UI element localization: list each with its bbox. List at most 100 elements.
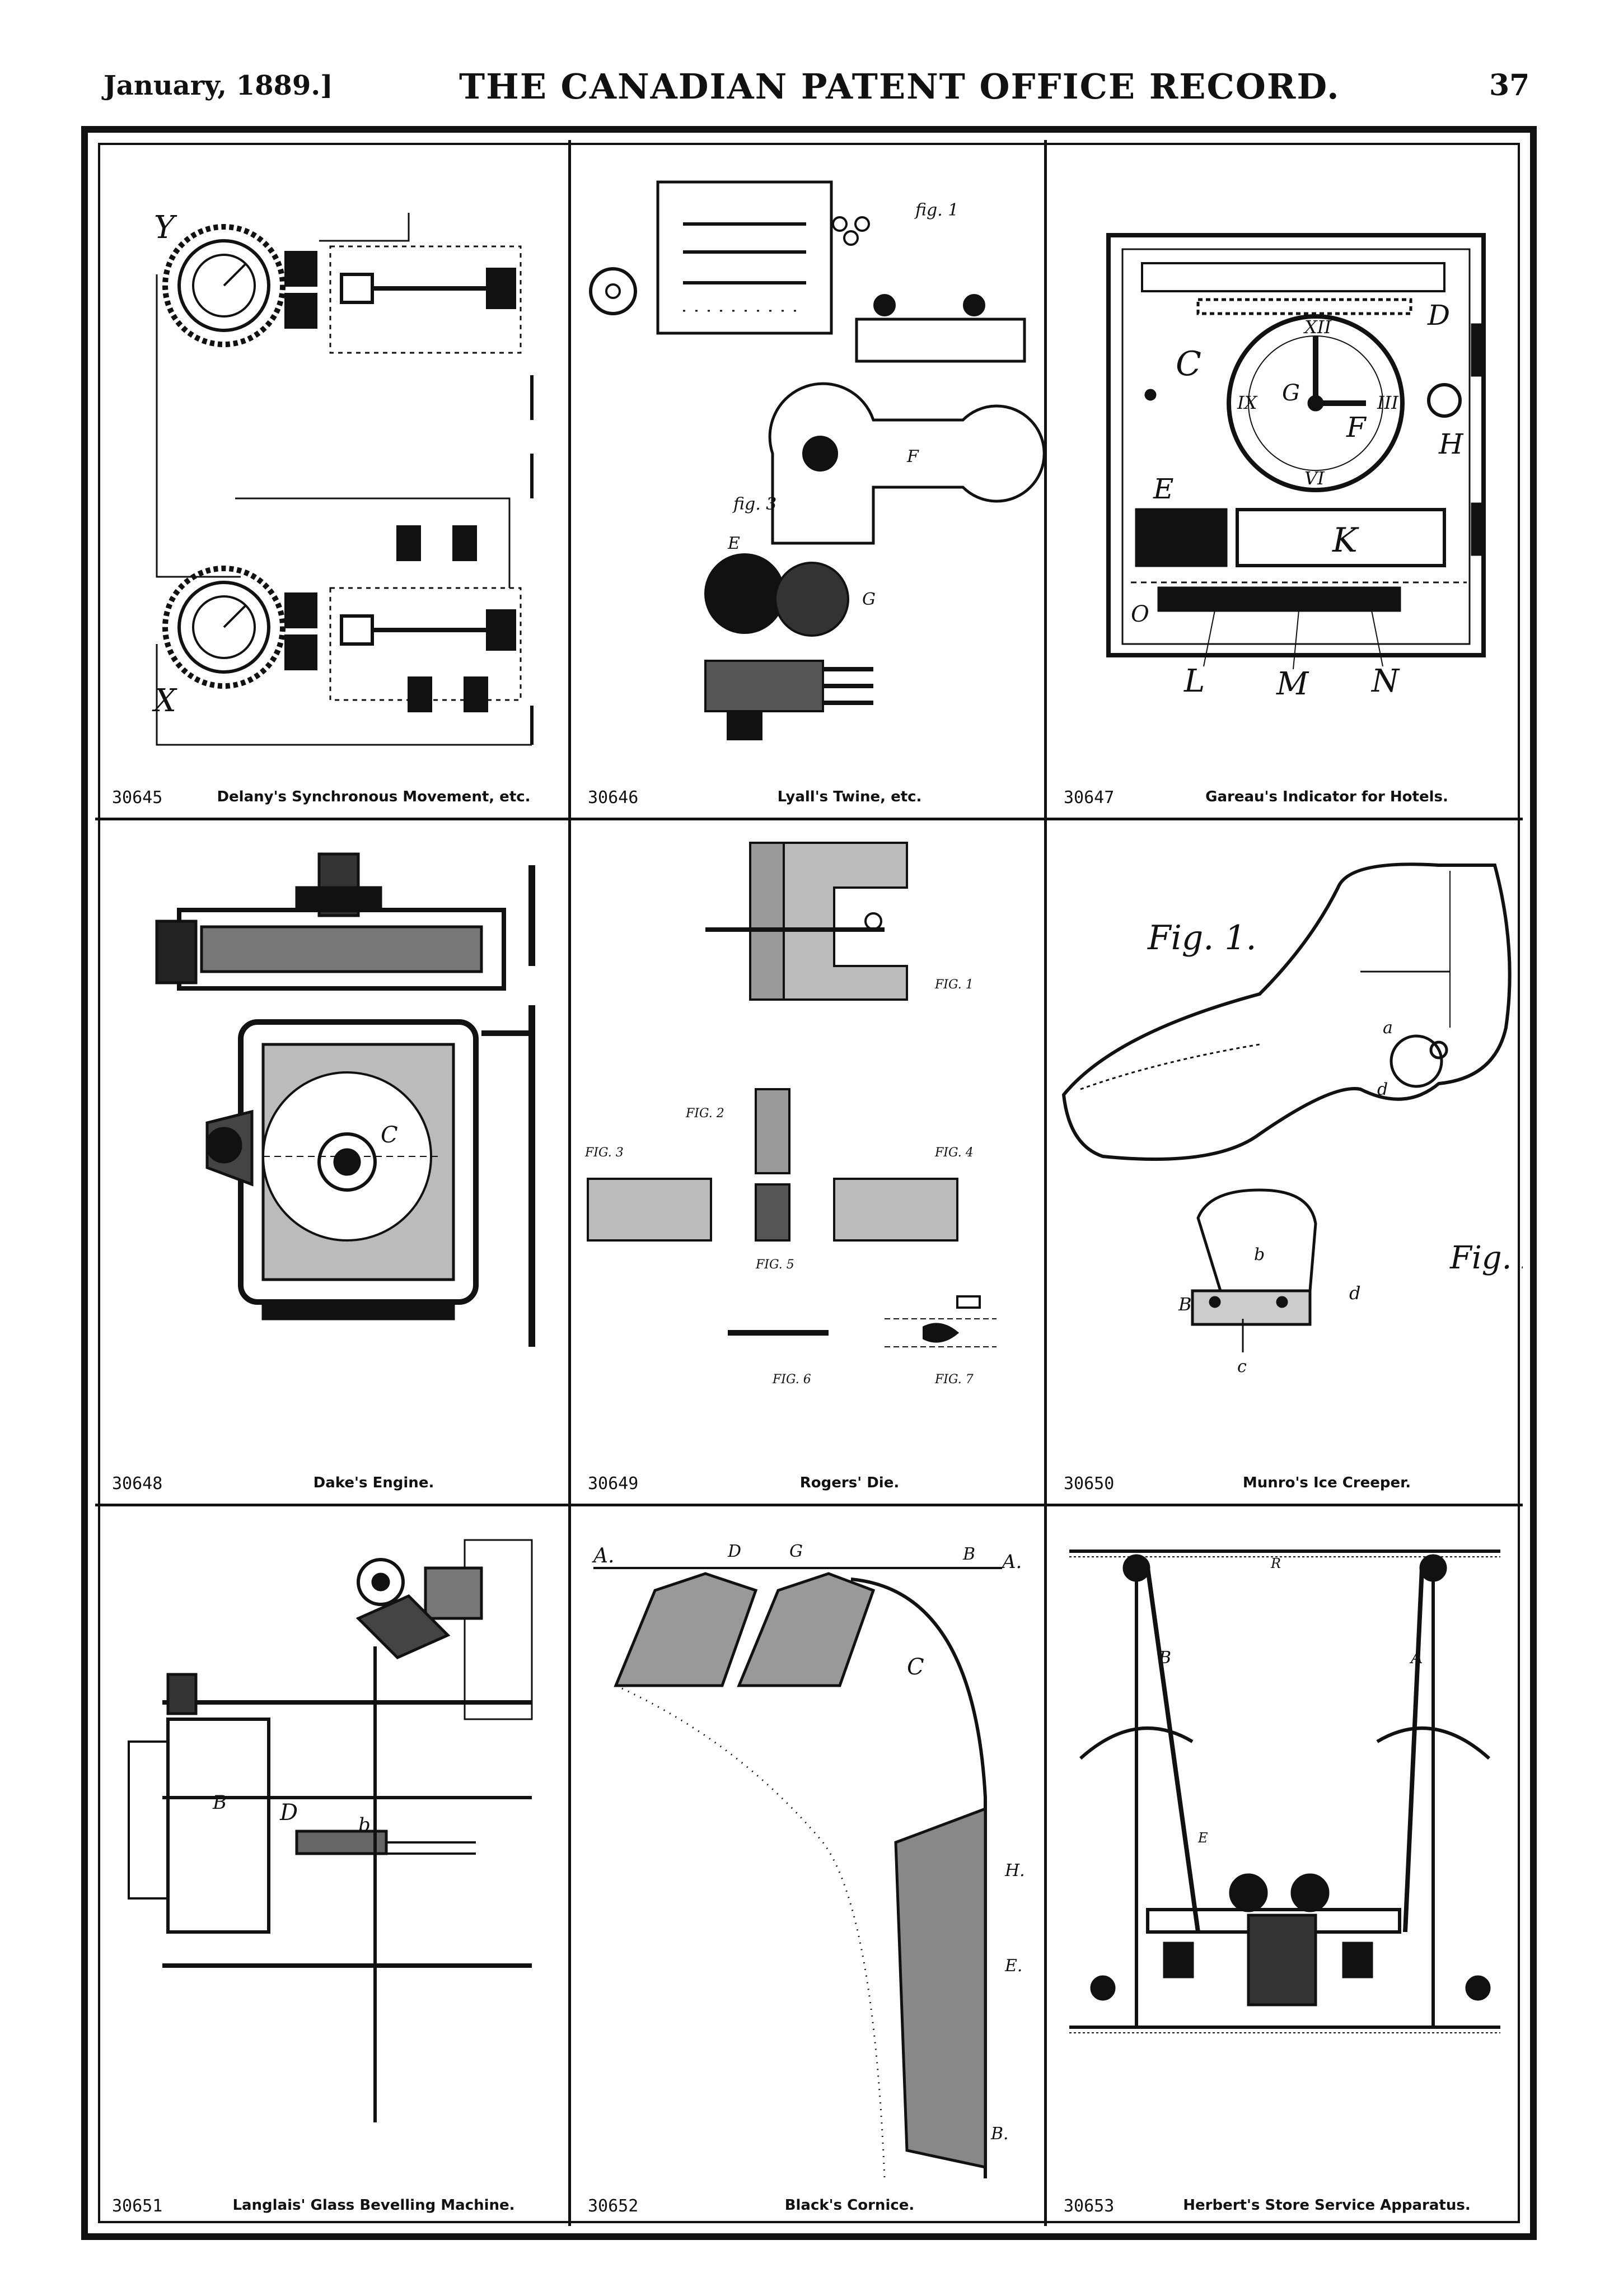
patent-caption: 30651 Langlais' Glass Bevelling Machine. bbox=[95, 2188, 568, 2216]
hotel-indicator-drawing: XII III VI IX C D F G H E 217 K O L M N bbox=[1106, 233, 1486, 702]
drawing-label: G bbox=[789, 1542, 803, 1561]
drawing-label: E. bbox=[1004, 1956, 1022, 1976]
patent-number: 30651 bbox=[112, 2196, 163, 2216]
drawing-label: d bbox=[1349, 1282, 1360, 1304]
drawing-label: G bbox=[862, 590, 876, 609]
patent-caption: 30645 Delany's Synchronous Movement, etc… bbox=[95, 780, 568, 808]
patent-cell-30649: FIG. 1 FIG. 2 FIG. 3 FIG. 4 FIG. 5 FIG. … bbox=[571, 820, 1047, 1506]
drawing-label: fig. 1 bbox=[914, 200, 958, 220]
patent-title: Rogers' Die. bbox=[799, 1474, 900, 1491]
room-number: 217 bbox=[1144, 517, 1215, 561]
drawing-label: H. bbox=[1004, 1861, 1025, 1880]
drawing-label: E bbox=[1153, 473, 1174, 505]
cornice-drawing: A. D G B A. C H. E. B. bbox=[592, 1542, 1025, 2179]
patent-title: Herbert's Store Service Apparatus. bbox=[1183, 2197, 1471, 2214]
drawing-label: Fig. 1. bbox=[1147, 918, 1257, 958]
die-drawing: FIG. 1 FIG. 2 FIG. 3 FIG. 4 FIG. 5 FIG. … bbox=[584, 842, 997, 1387]
drawing-label: d bbox=[1377, 1080, 1388, 1099]
drawing-label: E bbox=[1197, 1830, 1208, 1846]
drawing-label: O bbox=[1131, 601, 1149, 627]
drawing-label: H bbox=[1438, 428, 1464, 460]
page-border-inner bbox=[98, 143, 1520, 2223]
drawing-label: E bbox=[727, 534, 740, 553]
drawing-label: N bbox=[1370, 663, 1400, 699]
svg-text:IX: IX bbox=[1237, 392, 1258, 413]
page-number: 37 bbox=[1489, 68, 1530, 102]
issue-date: January, 1889.] bbox=[104, 70, 333, 101]
drawing-label: FIG. 7 bbox=[934, 1373, 974, 1387]
drawing-label: A. bbox=[592, 1544, 614, 1567]
patent-number: 30645 bbox=[112, 788, 163, 808]
patent-cell-30650: Fig. 1. a d Fig. 2. b B c d 30650 Munro'… bbox=[1047, 820, 1523, 1506]
page-border bbox=[81, 126, 1537, 2240]
drawing-label: FIG. 2 bbox=[685, 1107, 724, 1121]
patent-cell-30653: A B E R 30653 Herbert's Store Service Ap… bbox=[1047, 1506, 1523, 2226]
patent-cell-30651: D B b 30651 Langlais' Glass Bevelling Ma… bbox=[95, 1506, 571, 2226]
svg-text:VI: VI bbox=[1304, 468, 1325, 489]
patent-title: Dake's Engine. bbox=[313, 1474, 434, 1491]
drawing-label: FIG. 6 bbox=[772, 1373, 811, 1387]
drawing-label: F bbox=[906, 447, 919, 466]
patent-cell-30645: Y X bbox=[95, 140, 571, 820]
svg-text:XII: XII bbox=[1303, 316, 1332, 338]
patent-number: 30652 bbox=[588, 2196, 639, 2216]
patent-caption: 30653 Herbert's Store Service Apparatus. bbox=[1047, 2188, 1523, 2216]
patent-number: 30653 bbox=[1064, 2196, 1115, 2216]
engine-drawing: C bbox=[155, 852, 535, 1347]
drawing-label: D bbox=[279, 1800, 298, 1826]
patent-cell-30648: C 30648 Dake's Engine. bbox=[95, 820, 571, 1506]
twine-machine-drawing: fig. 1 F fig. 3 E G bbox=[589, 180, 1044, 740]
patent-caption: 30649 Rogers' Die. bbox=[571, 1466, 1044, 1494]
drawing-label: D bbox=[1427, 299, 1450, 332]
drawing-label: X bbox=[152, 683, 177, 719]
drawing-label: B bbox=[1178, 1294, 1192, 1315]
patent-number: 30646 bbox=[588, 788, 639, 808]
drawing-label: F bbox=[1346, 411, 1367, 444]
drawing-label: a bbox=[1383, 1018, 1393, 1038]
patent-number: 30650 bbox=[1064, 1474, 1115, 1494]
drawing-label: FIG. 1 bbox=[934, 978, 974, 992]
patent-number: 30647 bbox=[1064, 788, 1115, 808]
drawing-label: C bbox=[907, 1654, 924, 1680]
drawing-label: R bbox=[1270, 1556, 1281, 1571]
patent-number: 30648 bbox=[112, 1474, 163, 1494]
patent-caption: 30647 Gareau's Indicator for Hotels. bbox=[1047, 780, 1523, 808]
patent-caption: 30652 Black's Cornice. bbox=[571, 2188, 1044, 2216]
drawing-label: M bbox=[1276, 666, 1309, 702]
drawing-label: Y bbox=[154, 209, 177, 246]
patent-caption: 30646 Lyall's Twine, etc. bbox=[571, 780, 1044, 808]
drawing-label: c bbox=[1237, 1357, 1247, 1376]
publication-title: THE CANADIAN PATENT OFFICE RECORD. bbox=[459, 66, 1340, 107]
patent-cell-30646: fig. 1 F fig. 3 E G 30646 Lyall's Twine,… bbox=[571, 140, 1047, 820]
drawing-label: FIG. 3 bbox=[584, 1146, 624, 1160]
drawing-label: D bbox=[727, 1542, 741, 1561]
drawing-label: b bbox=[1254, 1245, 1265, 1264]
patent-title: Delany's Synchronous Movement, etc. bbox=[217, 788, 531, 805]
drawing-label: FIG. 4 bbox=[934, 1146, 974, 1160]
drawing-label: B bbox=[962, 1544, 975, 1564]
patent-cell-30652: A. D G B A. C H. E. B. 30652 Black's Cor… bbox=[571, 1506, 1047, 2226]
drawing-label: A bbox=[1409, 1648, 1423, 1668]
drawing-label: B bbox=[1158, 1648, 1171, 1668]
svg-text:III: III bbox=[1377, 392, 1399, 413]
patent-drawings-grid: Y X bbox=[95, 140, 1523, 2226]
drawing-label: B. bbox=[990, 2124, 1009, 2144]
drawing-label: Fig. 2. bbox=[1449, 1240, 1523, 1276]
patent-title: Lyall's Twine, etc. bbox=[777, 788, 922, 805]
drawing-label: C bbox=[1176, 344, 1201, 384]
ice-creeper-drawing: Fig. 1. a d Fig. 2. b B c d bbox=[1061, 862, 1523, 1376]
drawing-label: C bbox=[381, 1122, 398, 1148]
drawing-label: fig. 3 bbox=[732, 494, 776, 514]
drawing-label: L bbox=[1183, 663, 1205, 699]
drawing-label: A. bbox=[1000, 1551, 1022, 1573]
patent-title: Black's Cornice. bbox=[784, 2197, 915, 2214]
patent-number: 30649 bbox=[588, 1474, 639, 1494]
store-service-apparatus-drawing: A B E R bbox=[1069, 1550, 1500, 2033]
drawing-label: B bbox=[212, 1791, 227, 1814]
glass-bevelling-machine-drawing: D B b bbox=[128, 1539, 533, 2122]
patent-caption: 30650 Munro's Ice Creeper. bbox=[1047, 1466, 1523, 1494]
drawing-label: K bbox=[1332, 521, 1359, 560]
patent-title: Gareau's Indicator for Hotels. bbox=[1205, 788, 1448, 805]
synchronous-movement-drawing: Y X bbox=[152, 209, 534, 746]
drawing-label: FIG. 5 bbox=[755, 1258, 794, 1272]
